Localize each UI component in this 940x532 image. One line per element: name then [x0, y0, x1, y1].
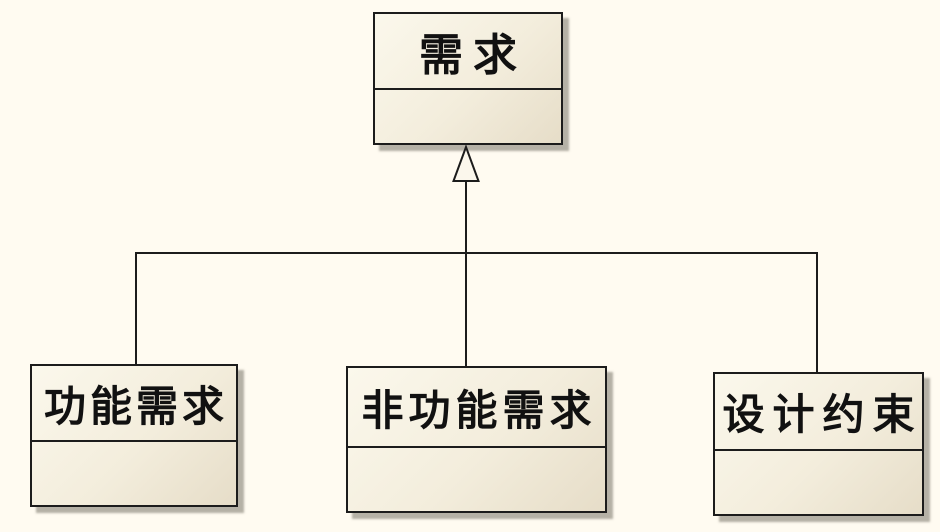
class-name-label: 非功能需求: [348, 368, 605, 448]
class-attributes-compartment: [32, 442, 236, 505]
class-box-design-constraint: 设计约束: [713, 372, 924, 516]
class-attributes-compartment: [715, 451, 922, 514]
generalization-arrow-icon: [452, 144, 480, 182]
class-box-requirement: 需求: [373, 12, 563, 145]
class-name-label: 需求: [375, 14, 561, 90]
class-attributes-compartment: [375, 90, 561, 143]
class-box-functional-requirement: 功能需求: [30, 364, 238, 507]
class-box-nonfunctional-requirement: 非功能需求: [346, 366, 607, 513]
class-name-label: 功能需求: [32, 366, 236, 442]
class-attributes-compartment: [348, 448, 605, 511]
class-name-label: 设计约束: [715, 374, 922, 451]
